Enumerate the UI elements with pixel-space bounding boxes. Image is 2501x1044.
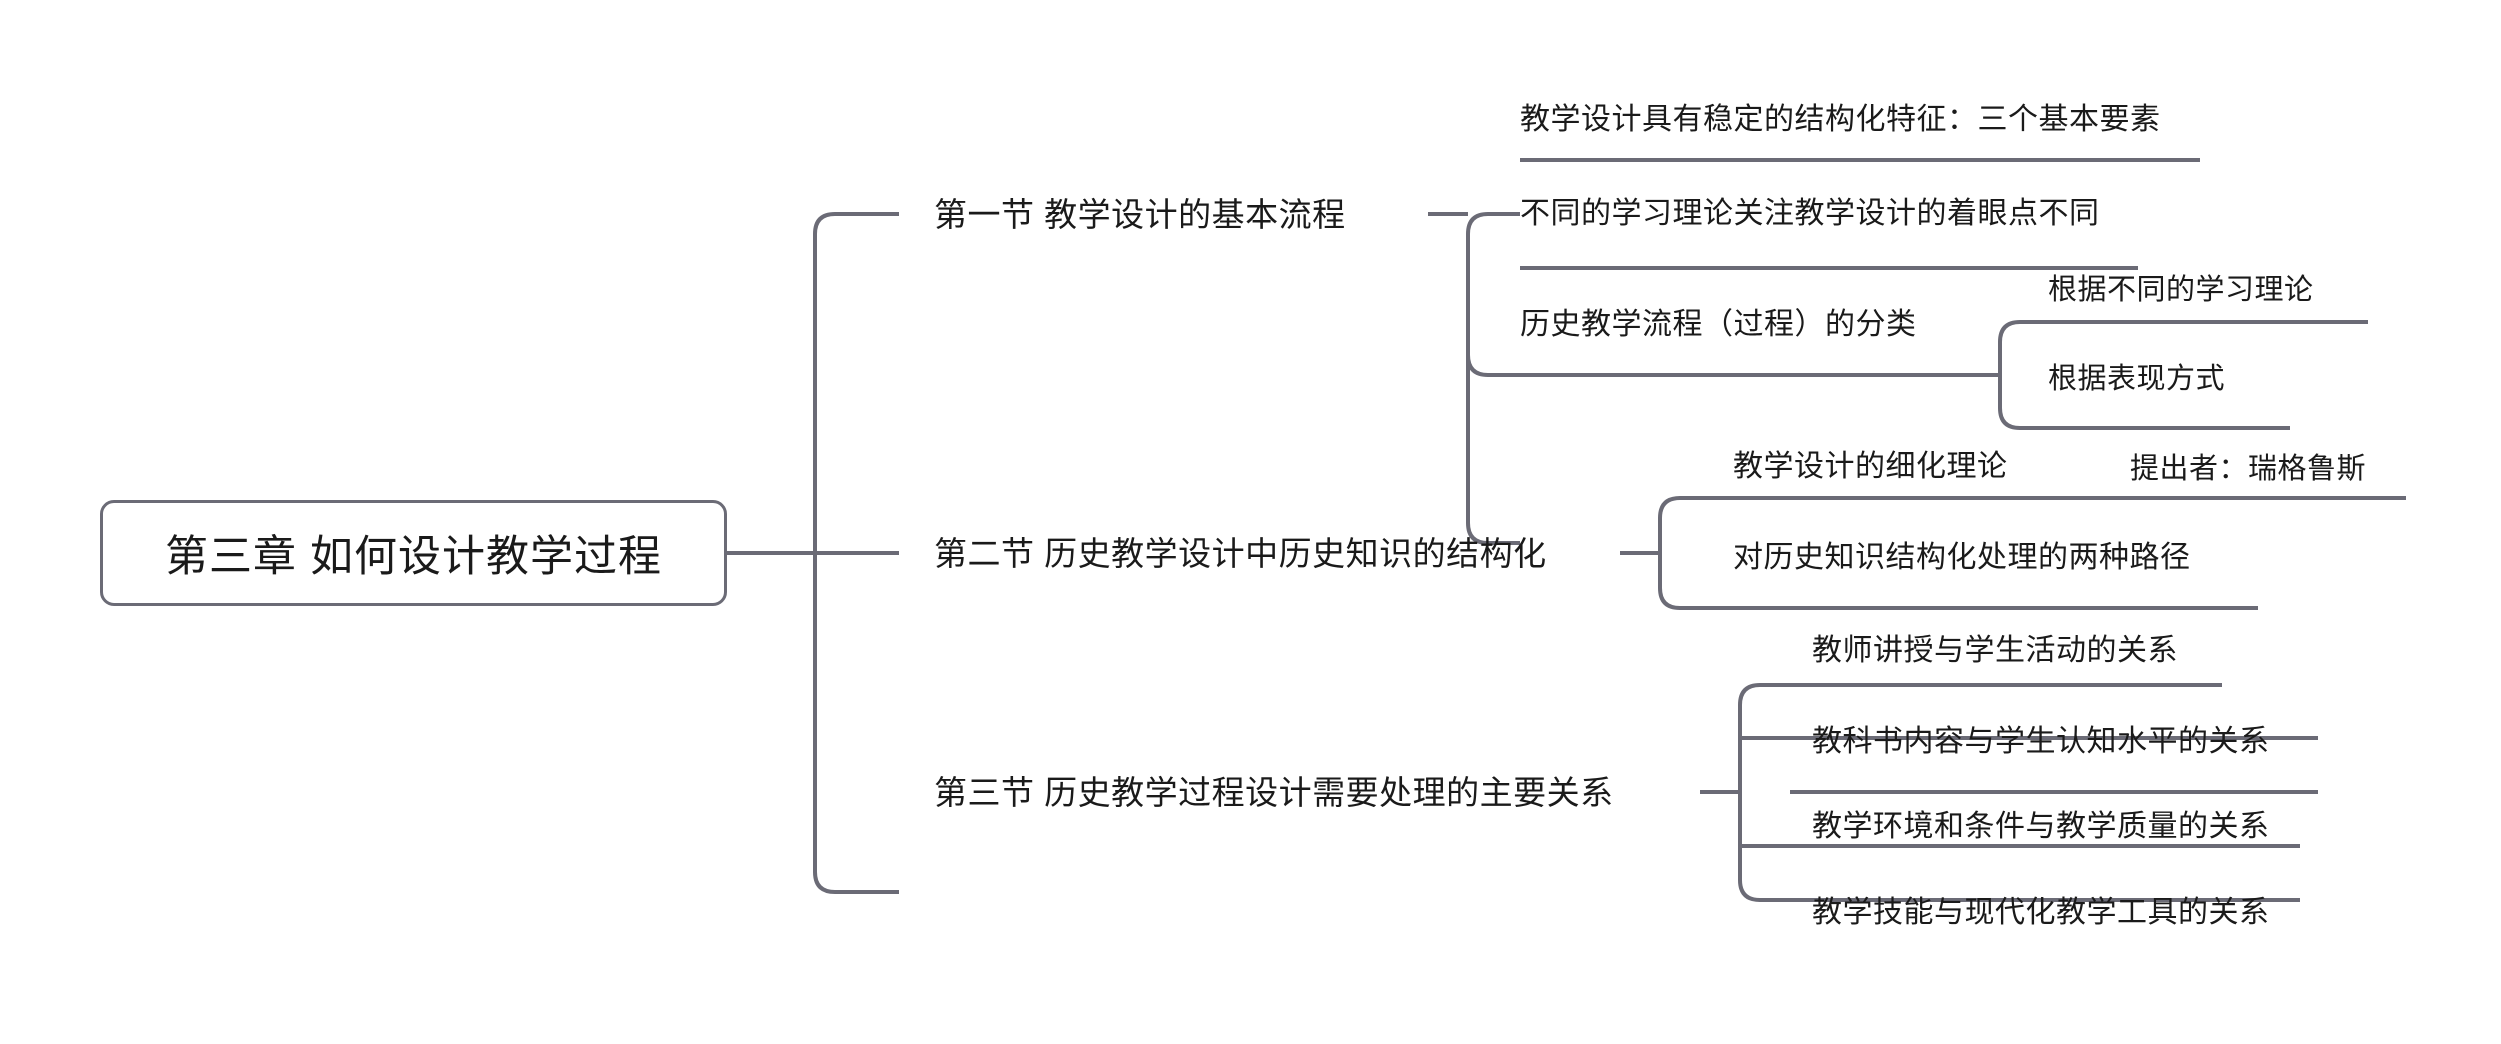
root-node[interactable]: 第三章 如何设计教学过程	[100, 500, 727, 606]
topic-node-s3c2-label: 教科书内容与学生认知水平的关系	[1812, 725, 2270, 758]
link-s1-bracket	[1466, 212, 1520, 377]
topic-node-s2c1a[interactable]: 提出者：瑞格鲁斯	[2130, 455, 2366, 484]
topic-node-s2c1-label: 教学设计的细化理论	[1733, 450, 2008, 483]
section-node-2[interactable]: 第二节 历史教学设计中历史知识的结构化	[934, 537, 1547, 570]
topic-node-s1c3[interactable]: 历史教学流程（过程）的分类	[1520, 310, 1917, 340]
link-root-to-sections	[813, 212, 899, 894]
topic-node-s3c1[interactable]: 教师讲授与学生活动的关系	[1812, 636, 2178, 666]
topic-node-s3c2[interactable]: 教科书内容与学生认知水平的关系	[1812, 727, 2270, 757]
topic-node-s1c2[interactable]: 不同的学习理论关注教学设计的着眼点不同	[1520, 199, 2100, 229]
section-node-1-label: 第一节 教学设计的基本流程	[934, 196, 1346, 233]
topic-node-s2c2-label: 对历史知识结构化处理的两种路径	[1733, 541, 2191, 574]
topic-node-s1c3-label: 历史教学流程（过程）的分类	[1520, 308, 1917, 341]
section-node-2-label: 第二节 历史教学设计中历史知识的结构化	[934, 535, 1547, 572]
topic-node-s3c1-label: 教师讲授与学生活动的关系	[1812, 634, 2178, 667]
topic-node-s1c3a-label: 根据不同的学习理论	[2048, 274, 2314, 306]
topic-node-s3c4-label: 教学技能与现代化教学工具的关系	[1812, 896, 2270, 929]
section-node-3-label: 第三节 历史教学过程设计需要处理的主要关系	[934, 774, 1614, 811]
link-s3-bracket	[1738, 683, 1790, 902]
topic-node-s1c1-label: 教学设计具有稳定的结构化特征：三个基本要素	[1520, 103, 2161, 136]
link-s1-bracket-lower	[1466, 355, 1520, 545]
topic-node-s2c2[interactable]: 对历史知识结构化处理的两种路径	[1733, 543, 2191, 573]
link-s2-bracket	[1658, 496, 1710, 610]
section-node-3[interactable]: 第三节 历史教学过程设计需要处理的主要关系	[934, 776, 1614, 809]
topic-node-s1c2-label: 不同的学习理论关注教学设计的着眼点不同	[1520, 197, 2100, 230]
topic-node-s3c3-label: 教学环境和条件与教学质量的关系	[1812, 810, 2270, 843]
topic-node-s1c1[interactable]: 教学设计具有稳定的结构化特征：三个基本要素	[1520, 105, 2161, 135]
section-node-1[interactable]: 第一节 教学设计的基本流程	[934, 198, 1346, 231]
topic-node-s1c3a[interactable]: 根据不同的学习理论	[2048, 276, 2314, 305]
topic-node-s3c4[interactable]: 教学技能与现代化教学工具的关系	[1812, 898, 2270, 928]
link-s1c3-bracket	[1998, 320, 2048, 430]
root-node-label: 第三章 如何设计教学过程	[165, 533, 662, 581]
topic-node-s2c1a-label: 提出者：瑞格鲁斯	[2130, 453, 2367, 485]
topic-node-s1c3b-label: 根据表现方式	[2048, 363, 2226, 395]
topic-node-s3c3[interactable]: 教学环境和条件与教学质量的关系	[1812, 812, 2270, 842]
topic-node-s1c3b[interactable]: 根据表现方式	[2048, 365, 2225, 394]
topic-node-s2c1[interactable]: 教学设计的细化理论	[1733, 452, 2008, 482]
